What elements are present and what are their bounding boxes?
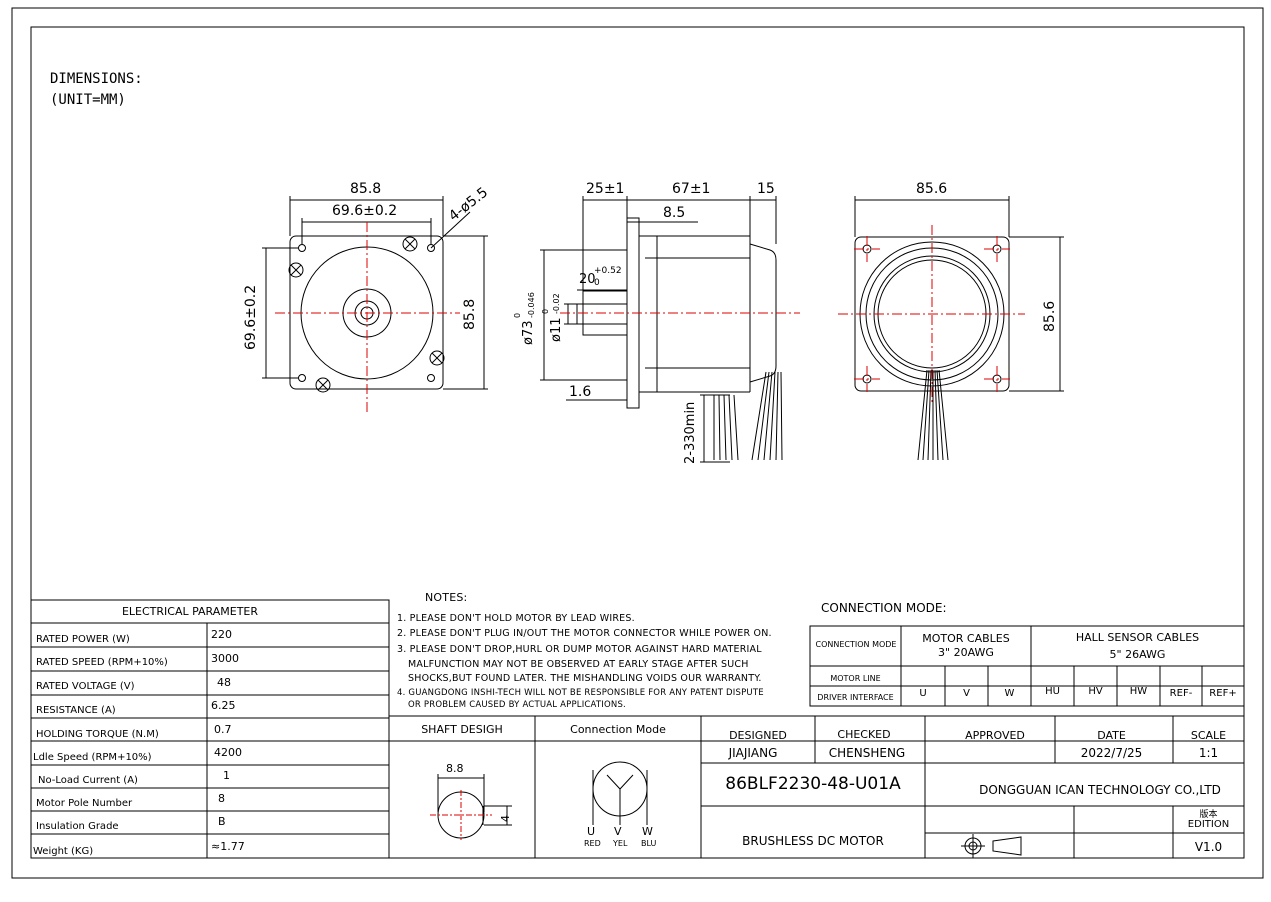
- checked-value: CHENSHENG: [828, 746, 906, 760]
- drawing-title: DIMENSIONS:: [50, 71, 143, 87]
- front-view: [262, 196, 488, 393]
- wire-v-label: V: [614, 825, 622, 838]
- side-pilot-dim: ø73: [521, 320, 536, 346]
- unit-label: (UNIT=MM): [50, 92, 126, 108]
- note-line: 2. PLEASE DON'T PLUG IN/OUT THE MOTOR CO…: [397, 628, 772, 639]
- motor-line-label: MOTOR LINE: [830, 674, 881, 683]
- date-value: 2022/7/25: [1080, 746, 1143, 760]
- param-value: 220: [211, 628, 232, 641]
- param-value: 6.25: [211, 699, 236, 712]
- front-width-dim: 85.8: [350, 181, 382, 197]
- motor-cables-spec: 3" 20AWG: [938, 646, 994, 659]
- pin-u: U: [919, 688, 927, 699]
- side-rear-dim: 15: [757, 181, 775, 197]
- side-pilot-tol-bot: -0.046: [527, 292, 536, 318]
- side-view: [540, 196, 783, 463]
- front-pitch-v-dim: 69.6±0.2: [243, 284, 259, 350]
- param-label: Insulation Grade: [36, 821, 119, 832]
- param-label: Ldle Speed (RPM+10%): [33, 752, 152, 763]
- front-height-dim: 85.8: [462, 298, 478, 330]
- side-shaft-tol-top: 0: [541, 308, 550, 314]
- wire-v-color: YEL: [613, 839, 628, 848]
- shaft-flat-dim: 4: [499, 815, 512, 822]
- side-key-tol-bot: 0: [594, 278, 600, 288]
- param-label: HOLDING TORQUE (N.M): [36, 729, 159, 740]
- side-flange-thk-dim: 1.6: [569, 384, 592, 400]
- shaft-dia-dim: 8.8: [446, 762, 464, 775]
- side-shaft-tol-bot: -0.02: [552, 293, 561, 314]
- side-key-tol-top: +0.52: [594, 266, 622, 276]
- param-label: RATED VOLTAGE (V): [36, 681, 135, 692]
- pin-hw: HW: [1129, 686, 1148, 697]
- param-label: RESISTANCE (A): [36, 705, 116, 716]
- scale-label: SCALE: [1190, 729, 1227, 742]
- hall-cables-label: HALL SENSOR CABLES: [1075, 631, 1200, 644]
- wire-u-color: RED: [584, 839, 601, 848]
- description: BRUSHLESS DC MOTOR: [742, 834, 884, 848]
- connection-title: CONNECTION MODE:: [821, 601, 947, 615]
- connection-mode-label: CONNECTION MODE: [815, 640, 897, 649]
- pin-ref-minus: REF-: [1169, 688, 1193, 699]
- approved-label: APPROVED: [965, 729, 1025, 742]
- param-value: 1: [223, 769, 230, 782]
- param-value: 4200: [214, 746, 242, 759]
- note-line: 4. GUANGDONG INSHI-TECH WILL NOT BE RESP…: [397, 688, 764, 698]
- hall-cables-spec: 5" 26AWG: [1109, 648, 1166, 661]
- electrical-title: ELECTRICAL PARAMETER: [121, 605, 259, 618]
- rear-height-dim: 85.6: [1042, 300, 1058, 332]
- param-label: RATED POWER (W): [36, 634, 130, 645]
- edition-label: EDITION: [1187, 819, 1230, 830]
- scale-value: 1:1: [1198, 746, 1219, 760]
- notes-title: NOTES:: [425, 591, 468, 604]
- side-shaft-dim: ø11: [549, 317, 564, 343]
- edition-cn-label: 版本: [1199, 810, 1218, 820]
- note-line: 1. PLEASE DON'T HOLD MOTOR BY LEAD WIRES…: [397, 613, 635, 624]
- wire-u-label: U: [587, 825, 596, 838]
- pin-ref-plus: REF+: [1209, 688, 1237, 699]
- driver-interface-label: DRIVER INTERFACE: [817, 693, 894, 702]
- param-value: B: [218, 815, 226, 828]
- motor-cables-label: MOTOR CABLES: [922, 632, 1010, 645]
- param-label: RATED SPEED (RPM+10%): [36, 657, 168, 668]
- part-number: 86BLF2230-48-U01A: [725, 774, 901, 794]
- side-pilot-tol-top: 0: [513, 312, 522, 318]
- shaft-design-title: SHAFT DESIGH: [421, 723, 503, 736]
- rear-width-dim: 85.6: [916, 181, 948, 197]
- note-line: OR PROBLEM CAUSED BY ACTUAL APPLICATIONS…: [408, 700, 626, 710]
- checked-label: CHECKED: [837, 728, 891, 741]
- side-lead-len-dim: 2-330min: [683, 401, 698, 464]
- pin-w: W: [1004, 688, 1015, 699]
- pin-hv: HV: [1088, 686, 1103, 697]
- param-value: 3000: [211, 652, 239, 665]
- designed-label: DESIGNED: [729, 729, 787, 742]
- front-pitch-dim: 69.6±0.2: [332, 203, 398, 219]
- param-label: Motor Pole Number: [36, 798, 133, 809]
- param-value: 8: [218, 792, 225, 805]
- param-value: 48: [217, 676, 231, 689]
- pin-hu: HU: [1045, 686, 1060, 697]
- pin-v: V: [963, 688, 970, 699]
- note-line: MALFUNCTION MAY NOT BE OBSERVED AT EARLY…: [408, 659, 749, 670]
- side-body-len-dim: 67±1: [672, 181, 711, 197]
- param-label: Weight (KG): [33, 846, 94, 857]
- param-value: ≈1.77: [211, 840, 245, 853]
- param-value: 0.7: [214, 723, 232, 736]
- date-label: DATE: [1097, 729, 1126, 742]
- side-key-len-dim: 20: [579, 272, 596, 287]
- company-name: DONGGUAN ICAN TECHNOLOGY CO.,LTD: [979, 783, 1221, 797]
- wire-w-label: W: [642, 825, 653, 838]
- side-shaft-len-dim: 8.5: [663, 205, 686, 221]
- wiring-title: Connection Mode: [570, 723, 666, 736]
- designed-value: JIAJIANG: [728, 746, 778, 760]
- rear-view: [854, 196, 1064, 461]
- edition-value: V1.0: [1194, 840, 1223, 854]
- side-flange-len-dim: 25±1: [586, 181, 625, 197]
- wire-w-color: BLU: [641, 839, 657, 848]
- table-lines: [30, 599, 1245, 859]
- param-label: No-Load Current (A): [38, 775, 138, 786]
- note-line: 3. PLEASE DON'T DROP,HURL OR DUMP MOTOR …: [397, 644, 762, 655]
- note-line: SHOCKS,BUT FOUND LATER. THE MISHANDLING …: [408, 673, 762, 684]
